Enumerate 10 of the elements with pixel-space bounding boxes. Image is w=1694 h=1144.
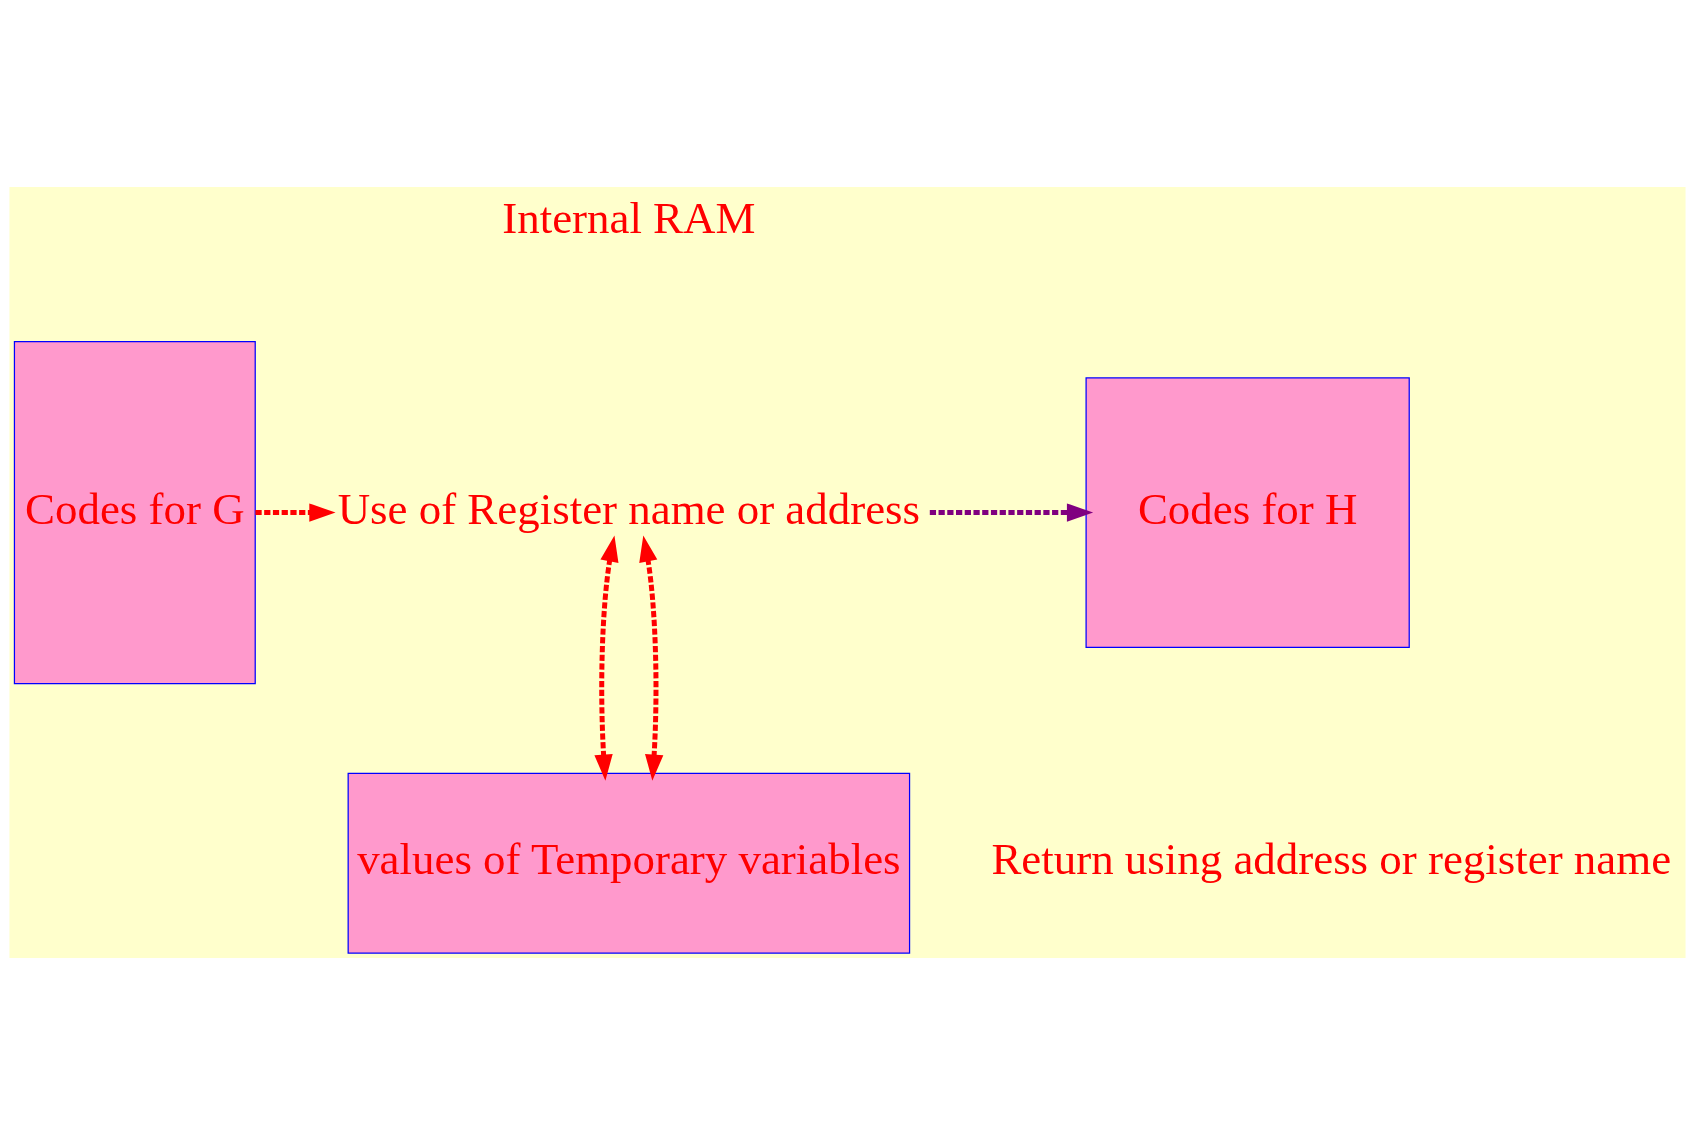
- label: Return using address or register name: [990, 833, 1671, 884]
- node-text: Use of Register name or address: [337, 483, 920, 534]
- label: Internal RAM: [501, 192, 755, 243]
- arrow: [593, 535, 618, 781]
- node-box: Codes for H: [1084, 376, 1410, 648]
- arrow: [638, 535, 663, 781]
- node-box: values of Temporary variables: [347, 772, 910, 954]
- node-box: Codes for G: [13, 340, 256, 684]
- arrow: [254, 502, 336, 522]
- arrow: [929, 502, 1093, 522]
